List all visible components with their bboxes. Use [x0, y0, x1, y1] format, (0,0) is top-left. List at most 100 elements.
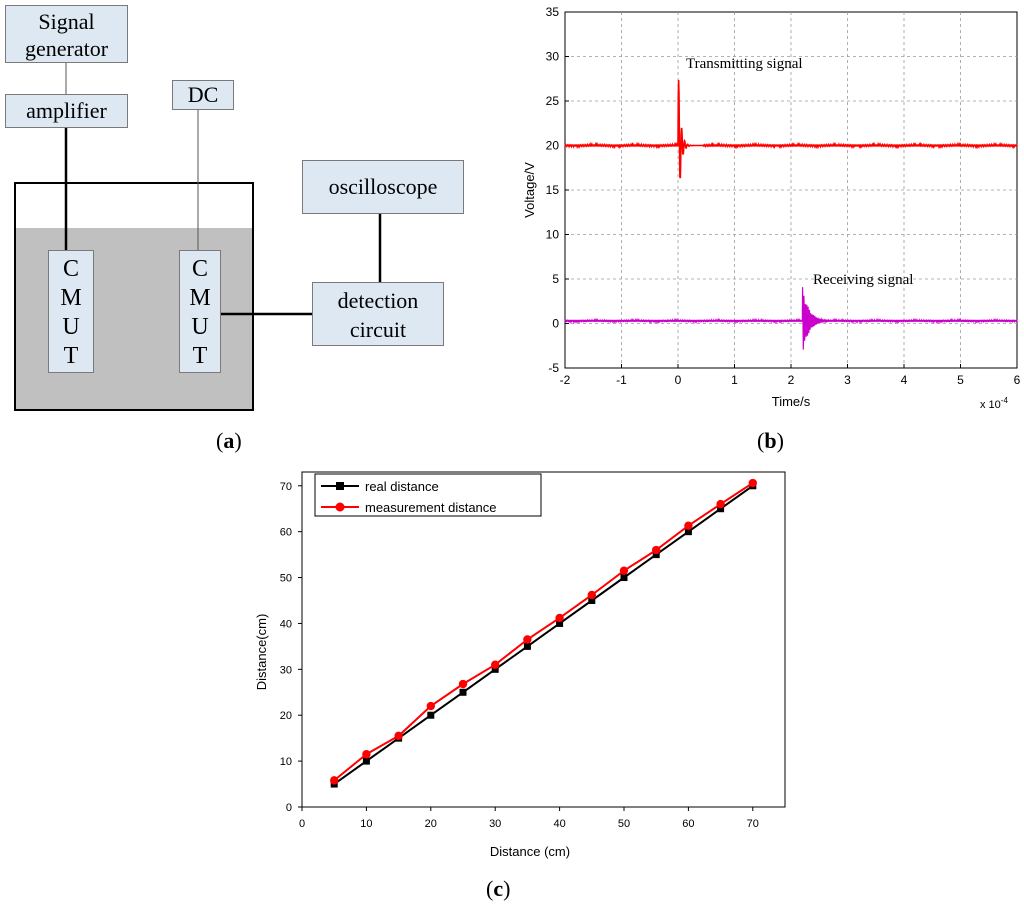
cmut-letter: U	[191, 314, 209, 340]
dc-box: DC	[172, 80, 234, 110]
legend-label-measurement: measurement distance	[365, 500, 497, 515]
y-tick-label-b: 35	[546, 5, 560, 19]
x-tick-label-b: -2	[560, 373, 571, 387]
x-tick-label-b: 3	[844, 373, 851, 387]
x-tick-label-c: 20	[425, 818, 437, 830]
receiving-signal-trace	[564, 287, 1018, 350]
cmut-letter: M	[189, 285, 211, 311]
measurement-distance-point	[652, 545, 661, 555]
cmut-transmitter: C M U T	[48, 250, 94, 373]
real-distance-point	[684, 528, 692, 536]
plot-area-c	[301, 471, 786, 808]
real-distance-point	[459, 688, 467, 696]
caption-c: (c)	[486, 876, 511, 901]
legend-marker-real	[336, 482, 344, 490]
x-axis-label-b: Time/s	[772, 394, 811, 409]
y-tick-label-c: 20	[280, 710, 292, 722]
real-distance-point	[491, 665, 499, 673]
real-distance-point	[588, 596, 596, 604]
measurement-distance-point	[458, 679, 468, 689]
oscilloscope-label: oscilloscope	[328, 174, 438, 199]
tank-outline	[14, 182, 254, 411]
measurement-distance-point	[426, 701, 435, 711]
real-distance-point	[620, 574, 628, 582]
y-tick-label-c: 70	[280, 481, 292, 493]
measurement-distance-point	[362, 750, 371, 759]
real-distance-point	[652, 551, 660, 559]
y-tick-label-b: 10	[546, 228, 560, 242]
cmut-letter: U	[62, 314, 80, 340]
measurement-distance-point	[684, 521, 693, 530]
measurement-distance-point	[619, 566, 629, 575]
cmut-receiver: C M U T	[179, 250, 221, 373]
y-tick-label-b: -5	[548, 361, 559, 375]
x-tick-label-c: 30	[489, 818, 501, 830]
x-tick-label-b: 2	[788, 373, 795, 387]
y-tick-label-c: 30	[280, 664, 292, 676]
legend: real distance measurement distance	[314, 473, 542, 517]
measurement-distance-point	[394, 731, 403, 741]
measurement-distance-point	[523, 635, 532, 644]
cmut-letter: T	[192, 343, 208, 369]
x-tick-label-c: 0	[299, 818, 305, 830]
cmut-letter: C	[62, 256, 79, 282]
caption-c-letter: c	[493, 876, 504, 901]
x-tick-label-c: 70	[747, 818, 759, 830]
cmut-letter: M	[60, 285, 82, 311]
x-tick-label-c: 10	[360, 818, 372, 830]
measurement-distance-line	[333, 482, 754, 782]
x-tick-label-c: 50	[618, 818, 630, 830]
measurement-distance-point	[555, 613, 564, 623]
x-scale-note: x 10-4	[980, 396, 1008, 411]
x-tick-label-b: 5	[957, 373, 964, 387]
y-tick-label-c: 50	[280, 573, 292, 585]
legend-label-real: real distance	[365, 479, 439, 494]
dc-label: DC	[187, 82, 219, 107]
y-tick-label-b: 20	[546, 139, 560, 153]
annotation-receiving: Receiving signal	[813, 272, 913, 288]
y-tick-label-b: 5	[552, 272, 559, 286]
detection-circuit-label: detection circuit	[337, 288, 419, 342]
y-tick-label-c: 60	[280, 527, 292, 539]
caption-a-letter: a	[223, 428, 235, 453]
real-distance-point	[556, 619, 564, 627]
real-distance-point	[717, 505, 725, 513]
y-tick-label-c: 0	[286, 802, 292, 814]
y-axis-label-b: Voltage/V	[522, 162, 537, 218]
cmut-letter: C	[191, 256, 208, 282]
series-b	[564, 79, 1018, 350]
detection-circuit-box: detection circuit	[312, 282, 444, 346]
y-tick-label-b: 25	[546, 94, 560, 108]
y-axis-label-c: Distance(cm)	[254, 614, 269, 691]
y-tick-label-b: 15	[546, 183, 560, 197]
measurement-distance-point	[330, 776, 339, 785]
real-distance-point	[427, 711, 435, 719]
cmut-letter: T	[63, 343, 79, 369]
caption-b-letter: b	[764, 428, 777, 453]
series-c	[330, 478, 757, 788]
x-scale-base: x 10	[980, 399, 1001, 411]
real-distance-point	[362, 757, 370, 765]
caption-b: (b)	[757, 428, 784, 453]
y-tick-label-b: 30	[546, 50, 560, 64]
x-axis-label-c: Distance (cm)	[490, 844, 570, 859]
x-tick-label-b: 1	[731, 373, 738, 387]
x-tick-label-b: 4	[901, 373, 908, 387]
measurement-distance-point	[716, 499, 725, 509]
annotation-transmitting: Transmitting signal	[686, 56, 803, 72]
amplifier-label: amplifier	[26, 98, 107, 123]
oscilloscope-box: oscilloscope	[302, 160, 464, 214]
signal-generator-box: Signal generator	[5, 5, 128, 63]
legend-marker-measurement	[335, 502, 345, 512]
amplifier-box: amplifier	[5, 94, 128, 128]
real-distance-point	[523, 642, 531, 650]
legend-box	[314, 473, 542, 517]
y-tick-label-c: 40	[280, 618, 292, 630]
signal-generator-label: Signal generator	[24, 9, 109, 61]
x-tick-label-b: -1	[616, 373, 627, 387]
measurement-distance-point	[748, 478, 757, 488]
